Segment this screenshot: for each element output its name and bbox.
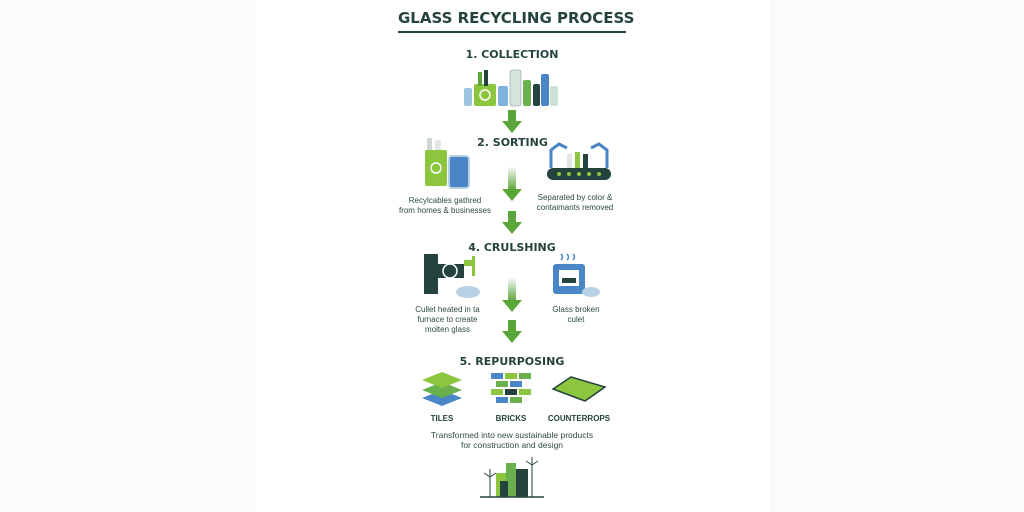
down-arrow-icon — [502, 211, 522, 234]
sorting-conveyor-robot-icon — [547, 142, 611, 180]
caption-line: furnace to create — [417, 315, 478, 324]
faded-down-arrow-icon — [502, 277, 522, 312]
caption-line: Transformed into new sustainable product… — [430, 430, 594, 440]
caption-line: from homes & businesses — [398, 206, 492, 215]
bricks-icon — [490, 372, 532, 408]
down-arrow-icon — [502, 320, 522, 343]
recycling-bin-and-jar-icon — [425, 138, 470, 189]
crusher-machine-icon — [424, 254, 480, 298]
bottles-and-recycling-bin-icon — [464, 69, 558, 107]
page-title: GLASS RECYCLING PROCESS — [398, 9, 635, 27]
caption-line: contaimants removed — [536, 203, 614, 212]
down-arrow-icon — [502, 110, 522, 133]
tiles-icon — [422, 372, 462, 406]
step-collection-heading: 1. COLLECTION — [465, 48, 559, 61]
repurposing-description: Transformed into new sustainable product… — [412, 430, 612, 450]
caption-line: Cullet heated in ta — [415, 305, 480, 314]
step-crushing-heading: 4. CRULSHING — [468, 241, 556, 254]
product-label-bricks: BRICKS — [495, 414, 527, 423]
product-label-tiles: TILES — [430, 414, 454, 423]
faded-down-arrow-icon — [502, 166, 522, 201]
green-city-wind-turbines-icon — [480, 457, 544, 498]
product-label-counterrops: COUNTERROPS — [547, 414, 611, 423]
countertop-icon — [551, 376, 607, 402]
caption-line: culet — [567, 315, 585, 324]
caption-line: Glass broken — [552, 305, 600, 314]
sorting-right-caption: Separated by color &contaimants removed — [525, 193, 625, 213]
caption-line: Separated by color & — [537, 193, 613, 202]
step-repurposing-heading: 5. REPURPOSING — [459, 355, 565, 368]
caption-line: molten glass — [425, 325, 470, 334]
furnace-icon — [553, 253, 600, 297]
step-sorting-heading: 2. SORTING — [477, 136, 548, 149]
caption-line: Recylcables gathred — [408, 196, 482, 205]
caption-line: for construction and design — [460, 440, 564, 450]
title-underline — [398, 31, 626, 33]
